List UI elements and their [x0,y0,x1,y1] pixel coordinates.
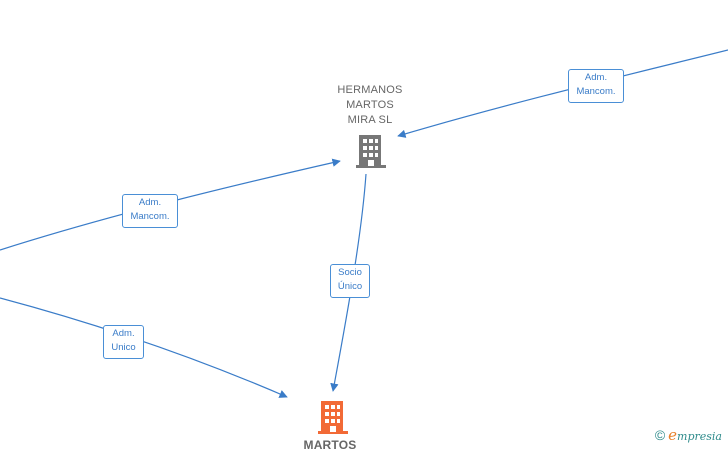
edge-label-line: Unico [111,342,136,353]
copyright-symbol: © [654,427,666,443]
edge-label-line: Mancom. [576,86,616,97]
empresia-watermark: ©empresia [655,426,722,444]
node-label-hermanos[interactable]: HERMANOS MARTOS MIRA SL [318,83,422,128]
edge-label-line: Socio [338,267,362,278]
edge-top-right [397,49,728,138]
edge-label-left-lower[interactable]: Adm. Unico [103,325,144,359]
brand-initial: e [668,426,678,444]
edge-label-left-upper[interactable]: Adm. Mancom. [122,194,178,228]
node-label-line: MARTOS [346,99,394,111]
edge-label-line: Adm. [584,72,608,83]
edge-label-top-right[interactable]: Adm. Mancom. [568,69,624,103]
edge-label-socio-unico[interactable]: Socio Único [330,264,370,298]
edge-label-line: Único [337,281,363,292]
edge-label-line: Adm. [112,328,135,339]
building-icon[interactable] [316,399,350,440]
node-label-martos[interactable]: MARTOS [303,438,357,450]
building-icon[interactable] [354,133,388,174]
edge-label-line: Adm. [138,197,162,208]
edge-label-line: Mancom. [130,211,170,222]
node-label-line: HERMANOS [337,84,403,96]
brand-name: mpresia [677,430,722,443]
node-label-line: MIRA SL [347,114,393,126]
